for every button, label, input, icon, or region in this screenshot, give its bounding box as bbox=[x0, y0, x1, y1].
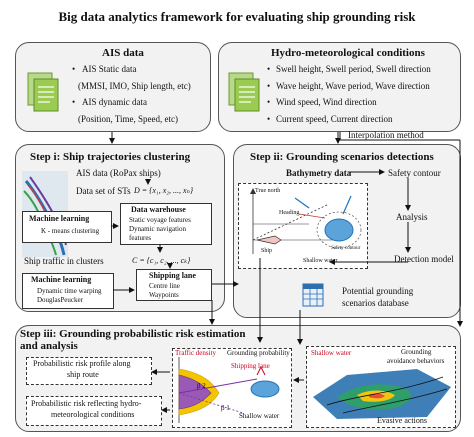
beta1-label: β 1 bbox=[221, 404, 230, 412]
hydro-item-wind: Wind speed, Wind direction bbox=[276, 97, 377, 107]
ml2-title: Machine learning bbox=[31, 275, 92, 284]
step3-panel: Step iii: Grounding probabilistic risk e… bbox=[15, 325, 461, 432]
hydro-item-current: Current speed, Current direction bbox=[276, 114, 393, 124]
true-north-label: True north bbox=[255, 188, 281, 194]
database-label: Potential grounding bbox=[342, 286, 414, 296]
dataset-label: Data set of STs bbox=[76, 186, 131, 196]
ml1-box: Machine learning K - means clustering bbox=[22, 211, 112, 243]
ml2-item: DouglasPeucker bbox=[37, 296, 83, 304]
ais-item-dynamic: AIS dynamic data bbox=[82, 97, 147, 107]
bathymetry-label: Bathymetry data bbox=[286, 168, 352, 178]
evasive-illustration: Shallow water Grounding avoidance behavi… bbox=[306, 346, 456, 428]
step2-heading: Step ii: Grounding scenarios detections bbox=[250, 151, 434, 163]
hydro-risk-label: meteorological conditions bbox=[51, 410, 135, 419]
lane-title: Shipping lane bbox=[149, 271, 196, 280]
grounding-probability-label: Grounding probability bbox=[227, 349, 290, 357]
database-label: scenarios database bbox=[342, 298, 409, 308]
traffic-density-label: Traffic density bbox=[175, 349, 217, 357]
scenario-sketch bbox=[250, 188, 362, 254]
shallow-water-red-label: Shallow water bbox=[311, 349, 352, 357]
ml2-item: Dynamic time warping bbox=[37, 287, 102, 295]
warehouse-item: features bbox=[129, 234, 152, 242]
safety-contour-small-label: Safety contour bbox=[331, 246, 361, 251]
probability-sketch bbox=[178, 357, 280, 423]
ais-item-dynamic-fields: (Position, Time, Speed, etc) bbox=[78, 114, 179, 124]
hydro-item-bullet: • bbox=[267, 114, 271, 124]
risk-profile-label: ship route bbox=[67, 370, 99, 379]
detection-model-label: Detection model bbox=[394, 254, 454, 264]
hydro-heading: Hydro-meteorological conditions bbox=[271, 47, 425, 59]
ml1-item: K - means clustering bbox=[41, 227, 100, 235]
ais-item-bullet: • bbox=[72, 64, 76, 74]
hydro-item-bullet: • bbox=[267, 97, 271, 107]
document-icon bbox=[27, 72, 59, 112]
heading-label: Heading bbox=[279, 210, 300, 216]
step1-panel: Step i: Ship trajectories clustering AIS… bbox=[15, 144, 225, 312]
shipping-lane-box: Shipping lane Centre line Waypoints bbox=[136, 269, 212, 301]
terrain-sketch bbox=[313, 369, 451, 419]
document-icon bbox=[228, 72, 260, 112]
ais-heading: AIS data bbox=[102, 47, 144, 59]
warehouse-title: Data warehouse bbox=[131, 205, 186, 214]
page-title: Big data analytics framework for evaluat… bbox=[58, 9, 416, 24]
risk-profile-box: Probabilistic risk profile along ship ro… bbox=[26, 357, 152, 385]
lane-item: Centre line bbox=[149, 282, 180, 290]
hydro-panel: Hydro-meteorological conditions • Swell … bbox=[218, 42, 461, 132]
warehouse-item: Dynamic navigation bbox=[129, 225, 186, 233]
avoidance-label: avoidance behaviors bbox=[387, 357, 445, 365]
hydro-item-bullet: • bbox=[267, 81, 271, 91]
interpolation-label: Interpolation method bbox=[348, 130, 424, 140]
ais-data-panel: AIS data • AIS Static data (MMSI, IMO, S… bbox=[15, 42, 211, 132]
shallow-water-label: Shallow water bbox=[239, 412, 280, 420]
step3-heading: and analysis bbox=[20, 340, 78, 352]
ais-item-bullet: • bbox=[72, 97, 76, 107]
shipping-lane-label: Shipping lane bbox=[231, 362, 270, 370]
analysis-label: Analysis bbox=[396, 212, 428, 222]
beta2-label: β 2 bbox=[197, 382, 206, 390]
grounding-scenario-diagram: True north Heading Ship Safety contour S… bbox=[238, 183, 368, 269]
evasive-label: Evasive actions bbox=[377, 416, 427, 425]
ais-item-static-fields: (MMSI, IMO, Ship length, etc) bbox=[78, 81, 191, 91]
hydro-risk-label: Probabilistic risk reflecting hydro- bbox=[31, 399, 142, 408]
hydro-risk-box: Probabilistic risk reflecting hydro- met… bbox=[26, 396, 162, 426]
avoidance-label: Grounding bbox=[401, 348, 432, 356]
shallow-water-label: Shallow water bbox=[303, 258, 338, 264]
risk-profile-label: Probabilistic risk profile along bbox=[33, 359, 131, 368]
ship-label: Ship bbox=[261, 248, 273, 254]
probability-illustration: Traffic density Grounding probability Sh… bbox=[172, 348, 292, 428]
lane-item: Waypoints bbox=[149, 291, 179, 299]
step3-heading: Step iii: Grounding probabilistic risk e… bbox=[20, 328, 246, 340]
safety-contour-label: Safety contour bbox=[388, 168, 441, 178]
ml1-title: Machine learning bbox=[29, 214, 90, 223]
hydro-item-swell: Swell height, Swell period, Swell direct… bbox=[276, 64, 431, 74]
ais-item-static: AIS Static data bbox=[82, 64, 137, 74]
hydro-item-wave: Wave height, Wave period, Wave direction bbox=[276, 81, 430, 91]
ais-ropax-label: AIS data (RoPax ships) bbox=[76, 168, 161, 178]
clusters-label: Ship traffic in clusters bbox=[24, 256, 104, 266]
ml2-box: Machine learning Dynamic time warping Do… bbox=[22, 273, 114, 309]
step1-heading: Step i: Ship trajectories clustering bbox=[30, 151, 191, 163]
hydro-item-bullet: • bbox=[267, 64, 271, 74]
database-icon bbox=[302, 283, 324, 307]
dataset-formula: D = {x₁, x₂, ..., xₙ} bbox=[134, 186, 194, 195]
data-warehouse-box: Data warehouse Static voyage features Dy… bbox=[120, 203, 212, 245]
clusters-formula: C = {c₁, c₂, ..., cₖ} bbox=[132, 256, 191, 265]
warehouse-item: Static voyage features bbox=[129, 216, 191, 224]
